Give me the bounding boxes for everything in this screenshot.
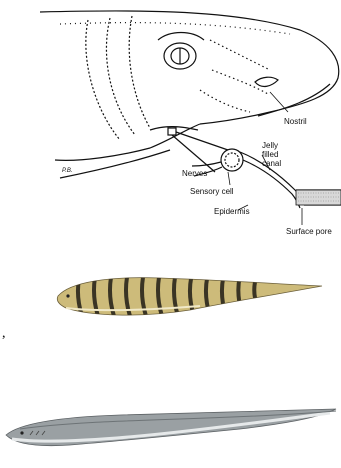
eel-illustration bbox=[0, 393, 341, 463]
artist-initials: P.B. bbox=[62, 168, 73, 174]
label-jelly-2: filled bbox=[262, 150, 278, 159]
label-surface-pore: Surface pore bbox=[286, 227, 332, 236]
eel-drawing bbox=[0, 393, 341, 463]
label-nerves: Nerves bbox=[182, 169, 207, 178]
zebra-fish-drawing bbox=[0, 266, 341, 336]
zebra-fish-illustration bbox=[0, 266, 341, 336]
label-jelly-1: Jelly bbox=[262, 141, 278, 150]
label-epidermis: Epidermis bbox=[214, 207, 250, 216]
zebra-fish-eye bbox=[66, 294, 69, 297]
shark-head-drawing: Nostril Jelly filled canal Nerves Sensor… bbox=[0, 0, 341, 244]
shark-head-diagram: Nostril Jelly filled canal Nerves Sensor… bbox=[0, 0, 341, 244]
eel-eye bbox=[20, 431, 23, 434]
stray-comma: , bbox=[2, 327, 6, 341]
label-nostril: Nostril bbox=[284, 117, 307, 126]
label-sensory-cell: Sensory cell bbox=[190, 187, 234, 196]
epidermis-texture bbox=[296, 190, 341, 205]
label-jelly-3: canal bbox=[262, 159, 281, 168]
